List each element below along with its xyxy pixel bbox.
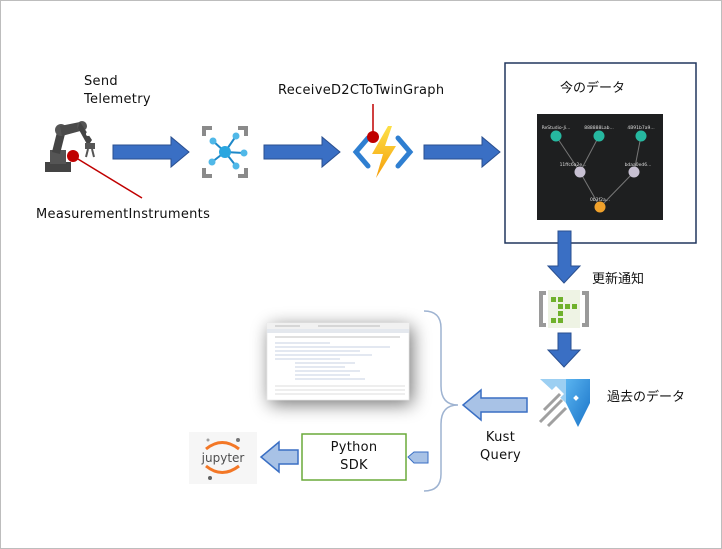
past-data-label: 過去のデータ [607, 390, 686, 405]
jupyter-icon [189, 432, 257, 484]
measurement-marker [67, 150, 79, 162]
graph-node [593, 130, 605, 142]
graph-node-label: ReStudio-Ji... [542, 125, 571, 131]
python-sdk-label: Python SDK [330, 440, 378, 473]
graph-node-label: bdaa0ed6... [625, 162, 652, 168]
measurement-instruments-label: MeasurementInstruments [36, 207, 211, 222]
graph-node [594, 201, 606, 213]
flow-arrow-down-1 [546, 230, 582, 284]
flow-arrow-left-3 [259, 440, 299, 474]
graph-node [574, 166, 586, 178]
azure-function-icon [352, 126, 414, 178]
graph-node-label: 888888Lab... [584, 125, 614, 131]
query-result-thumbnail-content [267, 323, 409, 395]
twin-graph: ReStudio-Ji... 888888Lab... 4B91b7a9... … [542, 125, 655, 213]
graph-node [550, 130, 562, 142]
python-sdk-box [301, 433, 407, 481]
function-marker [367, 131, 379, 143]
send-telemetry-label: Send Telemetry [84, 74, 151, 107]
graph-node-label: 0b3f2a... [590, 197, 610, 203]
current-data-label: 今のデータ [560, 81, 626, 96]
jupyter-wordmark: jupyter [201, 451, 245, 465]
measurement-pointer-line [72, 155, 143, 199]
robot-arm-icon [45, 121, 95, 172]
data-explorer-icon [538, 379, 590, 428]
function-name-label: ReceiveD2CToTwinGraph [278, 83, 445, 98]
flow-arrow-2 [263, 135, 341, 169]
query-bracket [423, 310, 459, 492]
event-grid-icon [539, 290, 589, 328]
flow-arrow-left-1 [461, 388, 528, 422]
graph-node [628, 166, 640, 178]
graph-node-label: 11ffc6a2e... [560, 162, 587, 168]
update-notify-label: 更新通知 [592, 272, 645, 287]
flow-arrow-left-2 [407, 451, 429, 464]
flow-arrow-1 [112, 135, 190, 169]
flow-arrow-3 [423, 135, 501, 169]
query-result-screenshot [266, 322, 410, 401]
graph-node-label: 4B91b7a9... [627, 125, 654, 131]
graph-node [635, 130, 647, 142]
flow-arrow-down-2 [546, 332, 582, 368]
kust-query-label: Kust Query [480, 430, 522, 463]
iot-hub-icon [202, 126, 248, 178]
